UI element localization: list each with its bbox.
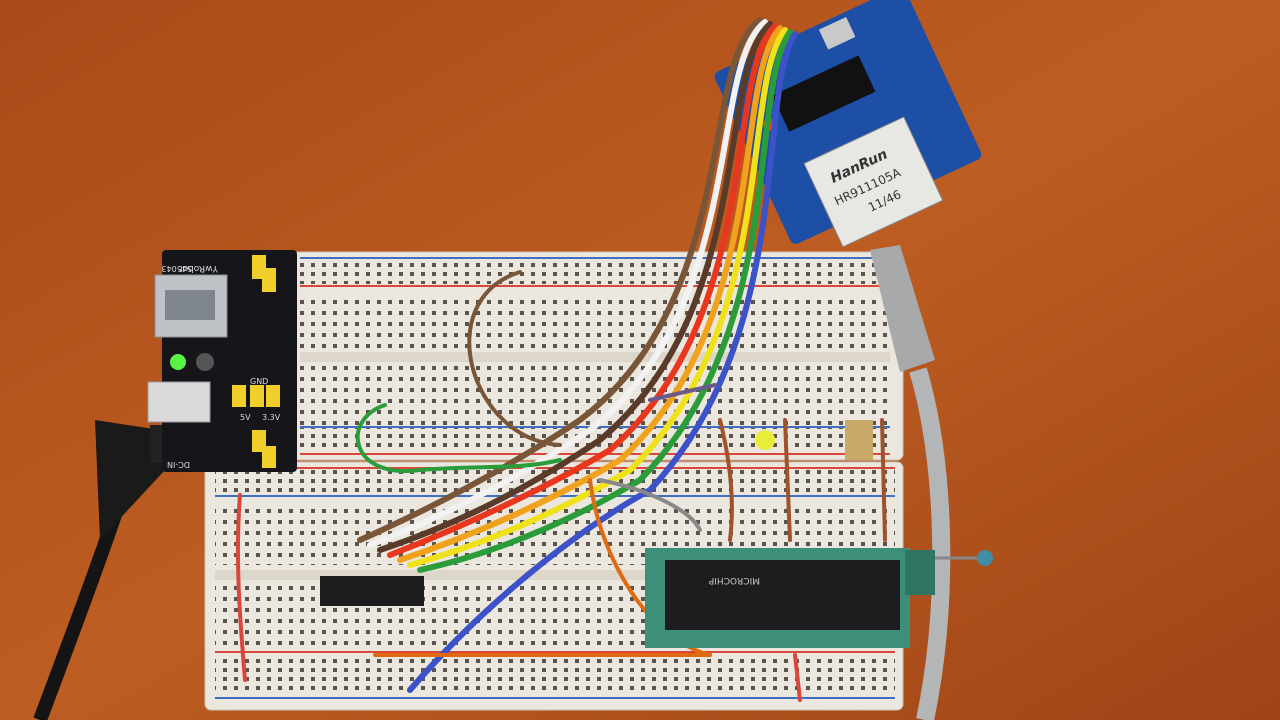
ethernet-cable [870, 245, 951, 720]
power-module-model: 545043 [161, 264, 192, 273]
power-led-green [170, 354, 186, 370]
mcu-maker: MICROCHIP [708, 575, 760, 585]
small-ic [320, 576, 424, 606]
5v-label: 5V [240, 413, 251, 422]
breadboard-top [284, 251, 904, 461]
jumper-caps [232, 255, 280, 468]
power-module-brand: YwRobot [179, 263, 219, 273]
yellow-led [755, 430, 775, 450]
3v3-label: 3.3V [262, 413, 281, 422]
power-supply-module: YwRobot 545043 GND 5V 3.3V DC-IN [147, 250, 297, 472]
push-button [845, 420, 873, 460]
dc-power-cable [33, 420, 220, 720]
ribbon-wires [357, 17, 798, 693]
microcontroller-chip: MICROCHIP [665, 560, 900, 630]
jumper-wires [235, 270, 887, 702]
dc-in-label: DC-IN [167, 460, 190, 469]
gnd-label: GND [250, 377, 268, 386]
rj45-jack [803, 116, 944, 248]
